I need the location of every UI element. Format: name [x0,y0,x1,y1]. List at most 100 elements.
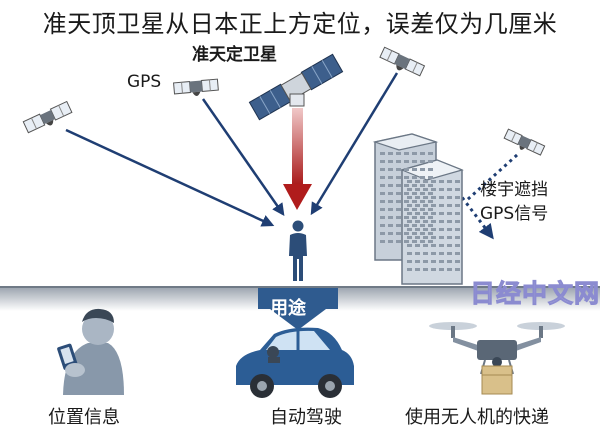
building-window [420,216,425,219]
building-window [447,236,452,239]
building-window [428,160,433,163]
building-window [415,260,420,263]
building-window [439,204,444,207]
building-window [428,240,433,243]
building-window [439,236,444,239]
building-window [412,168,417,171]
building-window [404,216,409,219]
building-window [415,268,420,271]
building-window [423,236,428,239]
building-window [396,208,401,211]
building-window [439,260,444,263]
building-window [423,204,428,207]
gps-signal-arrow [65,128,275,227]
building-window [420,232,425,235]
building-window [407,228,412,231]
building-window [423,188,428,191]
building-window [396,200,401,203]
building-window [415,212,420,215]
building-window [396,224,401,227]
blocked-label-line-2: GPS信号 [480,204,549,224]
building-window [431,212,436,215]
building-window [428,232,433,235]
building-window [423,180,428,183]
building-window [388,152,393,155]
building-window [447,196,452,199]
building-window [439,180,444,183]
building-window [404,176,409,179]
building-window [404,208,409,211]
delivery-drone-icon [429,322,565,395]
building-window [396,192,401,195]
building-window [407,244,412,247]
building-window [431,188,436,191]
building-window [428,208,433,211]
building-window [380,240,385,243]
building-window [412,216,417,219]
building-window [396,176,401,179]
building-window [439,244,444,247]
building-window [407,196,412,199]
building-window [431,252,436,255]
building-window [439,268,444,271]
building-window [439,228,444,231]
building-window [380,232,385,235]
building-window [447,220,452,223]
building-window [455,204,460,207]
building-window [428,168,433,171]
qzss-arrow-head [283,184,312,210]
building-window [428,216,433,219]
building-window [455,268,460,271]
building-window [420,160,425,163]
building-window [412,192,417,195]
building-window [396,184,401,187]
building-window [407,268,412,271]
building-window [447,188,452,191]
building-window [420,176,425,179]
building-window [388,208,393,211]
building-window [412,176,417,179]
qzss-body [289,93,305,107]
building-window [415,220,420,223]
building-window [415,196,420,199]
building-window [380,184,385,187]
building-window [431,204,436,207]
building-window [404,184,409,187]
qzss-satellite-icon [248,53,344,121]
building-window [396,160,401,163]
building-window [388,224,393,227]
building-window [380,152,385,155]
building-window [455,228,460,231]
building-window [407,212,412,215]
use-drone-delivery-label: 使用无人机的快递 [405,407,549,428]
building-window [423,268,428,271]
building-window [407,220,412,223]
building-window [388,168,393,171]
building-window [412,208,417,211]
building-window [407,252,412,255]
building-window [415,228,420,231]
building-window [431,236,436,239]
building-window [388,216,393,219]
building-window [455,252,460,255]
building-window [388,232,393,235]
smartphone-user-icon [57,308,124,395]
use-location-label: 位置信息 [48,407,120,428]
building-window [447,252,452,255]
building-window [388,240,393,243]
gps-satellite-icon [22,100,73,134]
gps-signal-arrow [201,98,285,217]
building-window [412,184,417,187]
building-window [412,200,417,203]
building-window [415,188,420,191]
building-window [447,180,452,183]
building-window [407,260,412,263]
building-windows [380,152,460,271]
building-window [412,240,417,243]
building-window [380,176,385,179]
building-window [404,232,409,235]
building-window [428,200,433,203]
building-window [407,180,412,183]
building-window [431,196,436,199]
gps-signal-arrow [310,72,399,216]
